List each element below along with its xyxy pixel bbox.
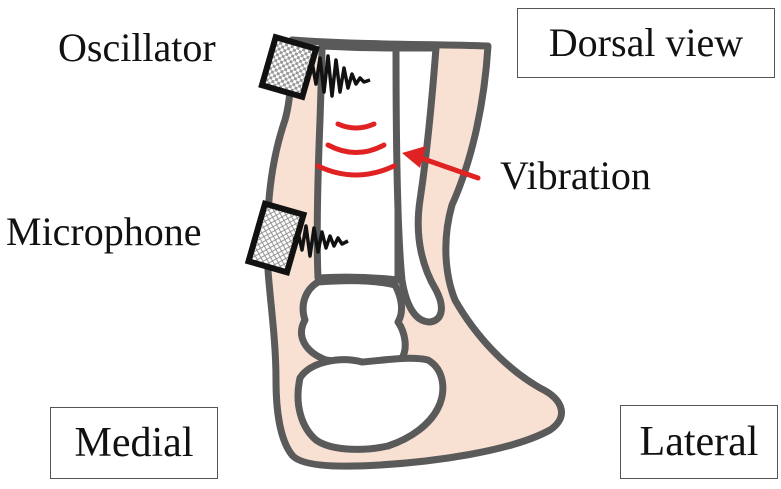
lateral-label: Lateral: [620, 405, 778, 479]
dorsal-view-label: Dorsal view: [517, 8, 775, 78]
oscillator-label: Oscillator: [58, 28, 216, 68]
vibration-label: Vibration: [500, 156, 651, 196]
microphone-label: Microphone: [6, 212, 202, 252]
medial-label: Medial: [50, 407, 218, 479]
talus: [302, 281, 406, 364]
